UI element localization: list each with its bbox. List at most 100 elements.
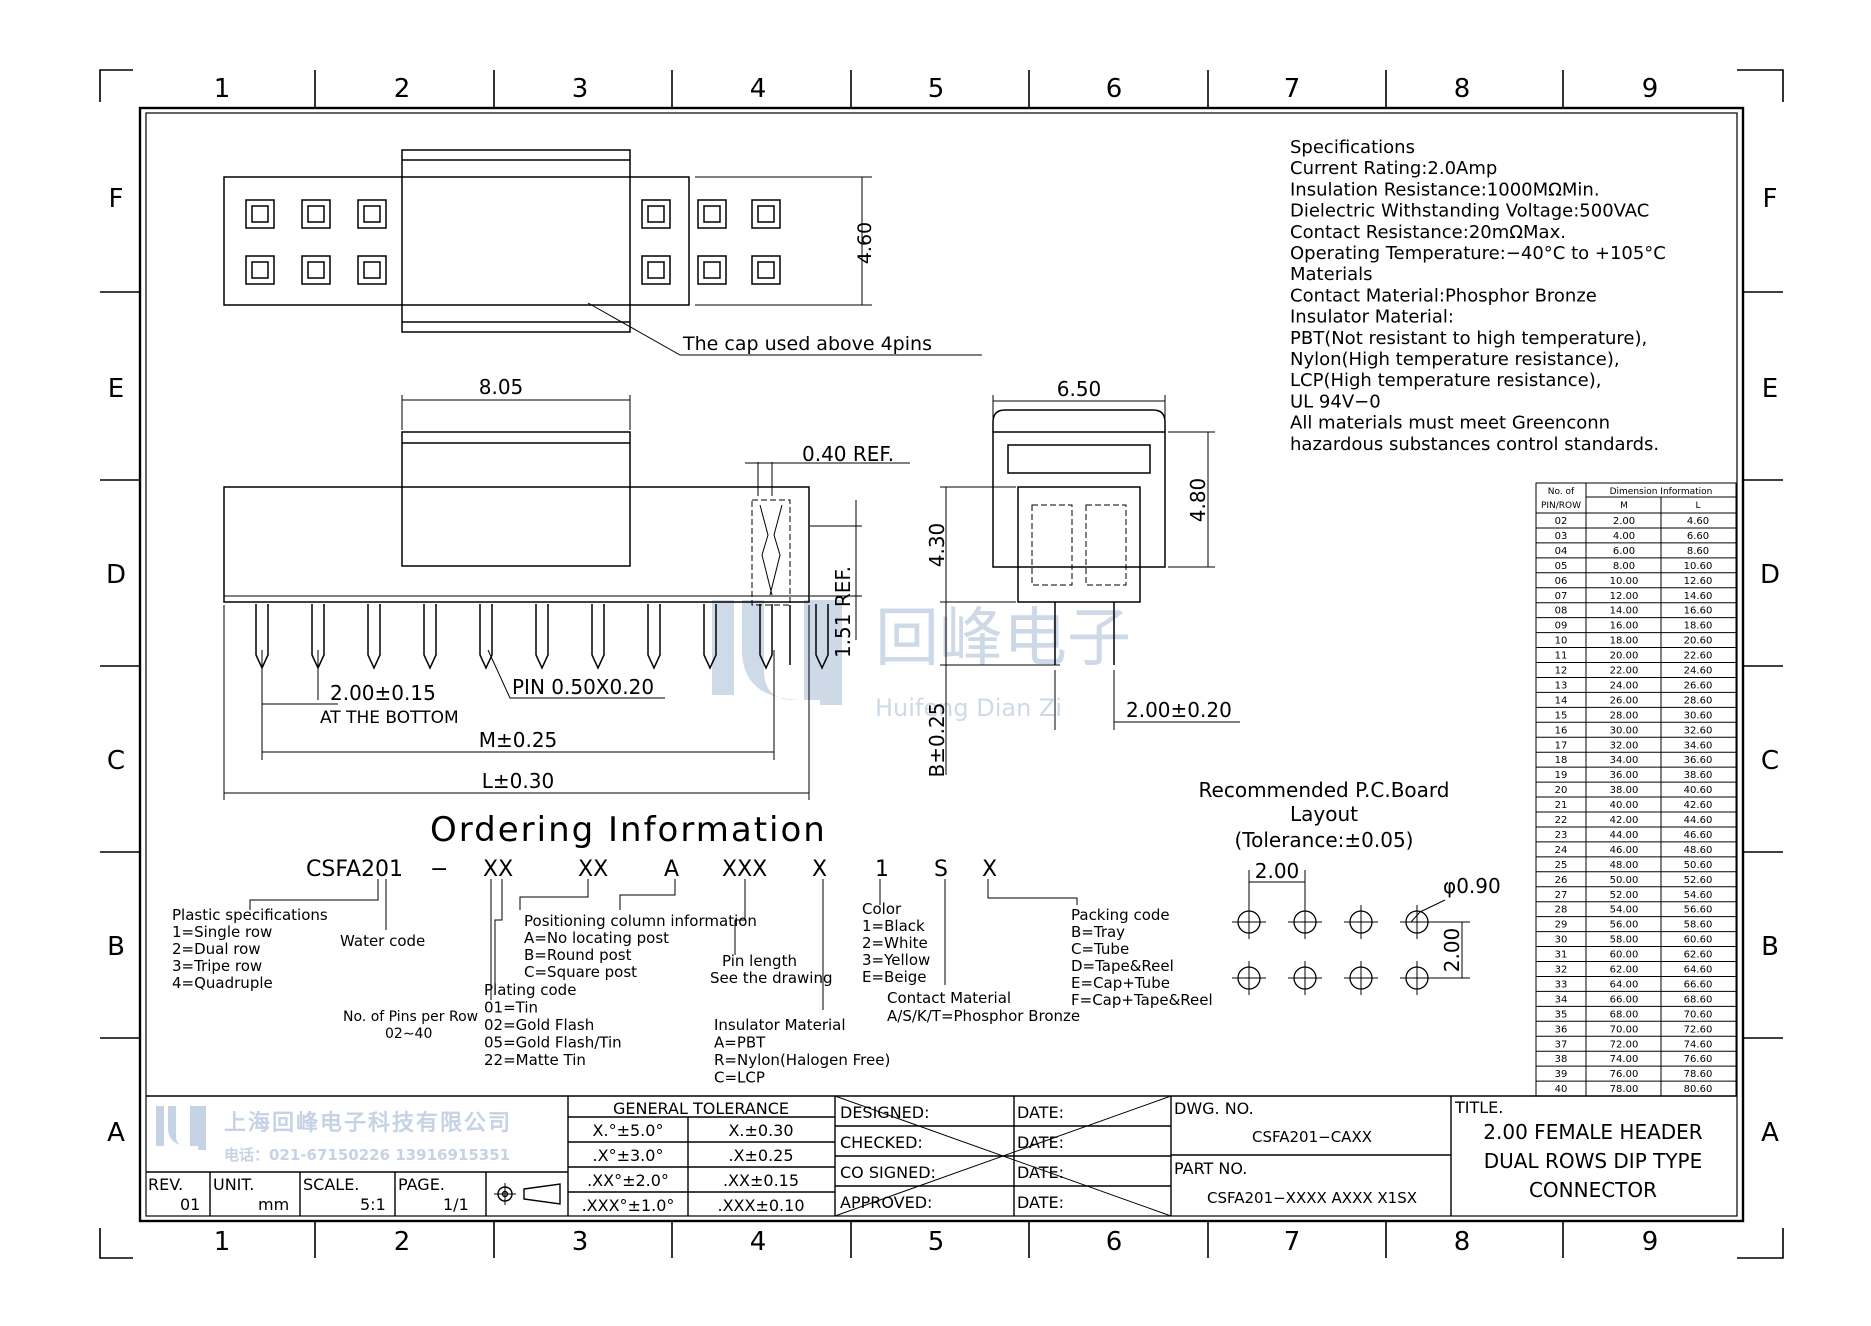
spec-line: Nylon(High temperature resistance), — [1290, 349, 1620, 370]
spec-line: Dielectric Withstanding Voltage:500VAC — [1290, 201, 1649, 222]
date-label: DATE: — [1017, 1163, 1064, 1182]
table-cell-l: 64.60 — [1684, 965, 1713, 976]
drawing-title-line: DUAL ROWS DIP TYPE — [1484, 1149, 1703, 1173]
table-cell-l: 38.60 — [1684, 770, 1713, 781]
order-pins-line: 02∼40 — [385, 1026, 432, 1042]
table-cell-pins: 24 — [1555, 845, 1568, 856]
order-code-part: S — [934, 857, 948, 882]
order-insulator-line: A=PBT — [714, 1034, 766, 1052]
company-logo: 上海回峰电子科技有限公司 电话：021-67150226 13916915351 — [156, 1106, 512, 1164]
order-code-part: − — [430, 857, 448, 882]
grid-row-label: C — [1761, 746, 1779, 776]
grid-col-label: 8 — [1454, 1227, 1471, 1257]
table-cell-m: 74.00 — [1610, 1054, 1639, 1065]
table-cell-pins: 18 — [1555, 755, 1568, 766]
order-packing-line: E=Cap+Tube — [1071, 974, 1170, 992]
order-packing-line: B=Tray — [1071, 923, 1125, 941]
table-cell-pins: 31 — [1555, 950, 1568, 961]
grid-col-label: 6 — [1106, 1227, 1123, 1257]
order-insulator-line: R=Nylon(Halogen Free) — [714, 1051, 890, 1069]
order-code-part: X — [812, 857, 827, 882]
drawing-title-line: 2.00 FEMALE HEADER — [1483, 1120, 1702, 1144]
ref-dim: 0.40 REF. — [802, 442, 894, 466]
table-cell-pins: 09 — [1555, 621, 1568, 632]
table-cell-m: 68.00 — [1610, 1009, 1639, 1020]
table-cell-pins: 03 — [1555, 531, 1568, 542]
table-cell-m: 24.00 — [1610, 680, 1639, 691]
order-code-part: XX — [483, 857, 513, 882]
pcb-pitch: 2.00 — [1255, 859, 1300, 883]
grid-col-label: 7 — [1284, 74, 1301, 104]
table-cell-m: 40.00 — [1610, 800, 1639, 811]
grid-row-label: A — [107, 1118, 125, 1148]
table-cell-l: 46.60 — [1684, 830, 1713, 841]
table-header-row: PIN/ROW — [1541, 501, 1581, 511]
tolerance-angle: .XXX°±1.0° — [582, 1196, 675, 1215]
table-cell-m: 34.00 — [1610, 755, 1639, 766]
table-cell-l: 50.60 — [1684, 860, 1713, 871]
table-cell-m: 76.00 — [1610, 1069, 1639, 1080]
grid-row-label: B — [1761, 932, 1779, 962]
pin-pitch-dim: 2.00±0.20 — [1126, 698, 1232, 722]
table-cell-l: 72.60 — [1684, 1024, 1713, 1035]
end-view — [940, 395, 1240, 775]
order-plastic-line: 2=Dual row — [172, 940, 261, 958]
order-positioning-line: B=Round post — [524, 946, 632, 964]
table-cell-m: 44.00 — [1610, 830, 1639, 841]
table-cell-l: 16.60 — [1684, 606, 1713, 617]
grid-col-label: 9 — [1642, 1227, 1659, 1257]
unit-value: mm — [258, 1195, 289, 1214]
table-cell-l: 26.60 — [1684, 680, 1713, 691]
order-code-part: 1 — [875, 857, 889, 882]
pcb-layout: Recommended P.C.Board Layout (Tolerance:… — [1199, 778, 1501, 995]
grid-col-label: 3 — [572, 1227, 589, 1257]
order-packing-line: Packing code — [1071, 906, 1170, 924]
table-cell-m: 22.00 — [1610, 666, 1639, 677]
table-cell-m: 62.00 — [1610, 965, 1639, 976]
table-cell-l: 56.60 — [1684, 905, 1713, 916]
table-header-pins: No. of — [1548, 487, 1575, 497]
table-cell-l: 78.60 — [1684, 1069, 1713, 1080]
table-cell-pins: 13 — [1555, 680, 1568, 691]
company-name: 上海回峰电子科技有限公司 — [224, 1110, 512, 1136]
table-cell-l: 4.60 — [1687, 516, 1709, 527]
company-phone: 电话：021-67150226 13916915351 — [224, 1146, 510, 1164]
table-cell-m: 10.00 — [1610, 576, 1639, 587]
table-cell-pins: 11 — [1555, 651, 1568, 662]
table-cell-m: 14.00 — [1610, 606, 1639, 617]
table-cell-pins: 35 — [1555, 1009, 1568, 1020]
table-cell-pins: 05 — [1555, 561, 1568, 572]
signoff-label: CHECKED: — [840, 1133, 923, 1152]
grid-col-label: 4 — [750, 74, 767, 104]
table-cell-m: 50.00 — [1610, 875, 1639, 886]
table-cell-l: 54.60 — [1684, 890, 1713, 901]
table-cell-m: 30.00 — [1610, 725, 1639, 736]
spec-line: Operating Temperature:−40°C to +105°C — [1290, 243, 1666, 264]
grid-col-label: 1 — [214, 74, 231, 104]
order-insulator-line: C=LCP — [714, 1069, 765, 1087]
order-color-line: 2=White — [862, 934, 928, 952]
date-label: DATE: — [1017, 1133, 1064, 1152]
grid-col-label: 4 — [750, 1227, 767, 1257]
table-cell-pins: 30 — [1555, 935, 1568, 946]
order-code-part: A — [664, 857, 679, 882]
side-width-dim: 8.05 — [479, 375, 524, 399]
order-positioning-line: C=Square post — [524, 963, 637, 981]
pcb-tolerance: (Tolerance:±0.05) — [1234, 828, 1413, 852]
tolerance-angle: X.°±5.0° — [593, 1121, 664, 1140]
l-dim: L±0.30 — [482, 769, 554, 793]
table-cell-pins: 04 — [1555, 546, 1568, 557]
table-cell-l: 42.60 — [1684, 800, 1713, 811]
table-cell-pins: 22 — [1555, 815, 1568, 826]
order-packing-line: F=Cap+Tape&Reel — [1071, 991, 1213, 1009]
table-cell-l: 70.60 — [1684, 1009, 1713, 1020]
spec-line: Insulation Resistance:1000MΩMin. — [1290, 179, 1600, 200]
signoff-label: APPROVED: — [840, 1193, 932, 1212]
table-cell-pins: 32 — [1555, 965, 1568, 976]
grid-col-label: 2 — [394, 1227, 411, 1257]
order-pinlength-line: Pin length — [722, 952, 797, 970]
table-cell-l: 20.60 — [1684, 636, 1713, 647]
order-code-part: XX — [578, 857, 608, 882]
table-cell-m: 42.00 — [1610, 815, 1639, 826]
spec-line: All materials must meet Greenconn — [1290, 413, 1610, 434]
